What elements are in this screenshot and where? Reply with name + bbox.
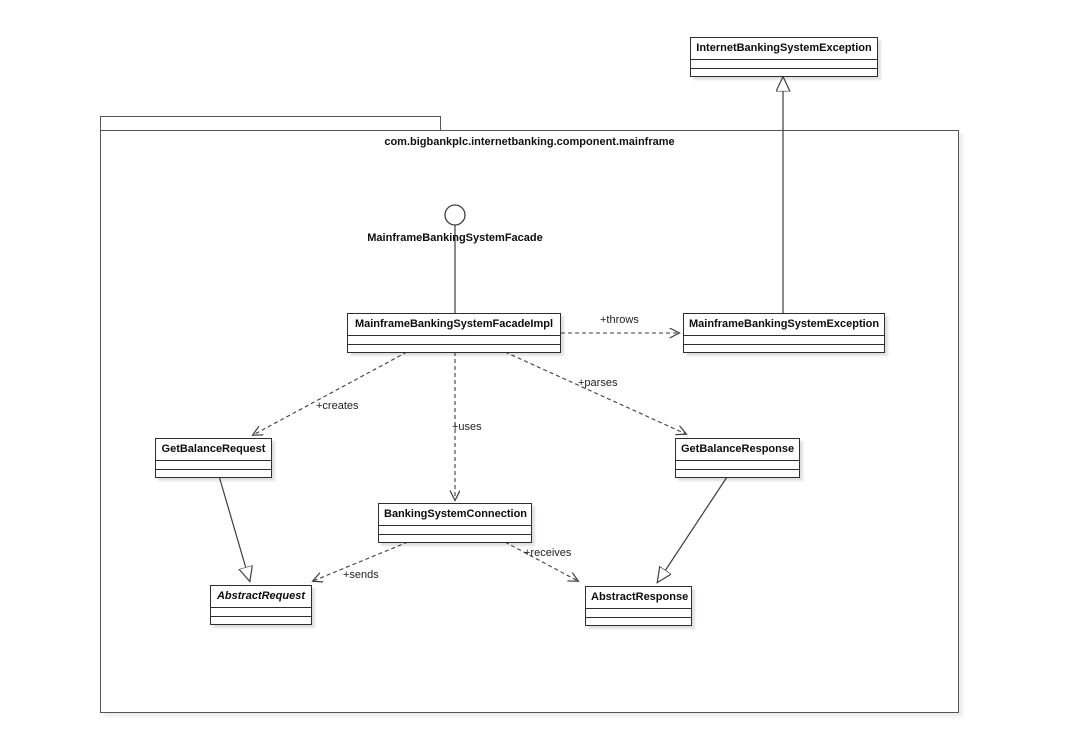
edge-label-sends: +sends [343,569,379,581]
class-mainframe-banking-system-facade-impl: MainframeBankingSystemFacadeImpl [347,313,561,353]
edge-sends [313,541,409,581]
class-name: AbstractResponse [591,591,689,603]
operations-compartment [684,344,884,352]
class-abstract-request: AbstractRequest [210,585,312,625]
operations-compartment [211,616,311,624]
operations-compartment [379,534,531,542]
class-abstract-response: AbstractResponse [585,586,692,626]
class-name: AbstractRequest [216,590,306,602]
class-get-balance-request: GetBalanceRequest [155,438,272,478]
operations-compartment [348,344,560,352]
attributes-compartment [586,608,691,617]
interface-label: MainframeBankingSystemFacade [367,232,543,244]
class-banking-system-connection: BankingSystemConnection [378,503,532,543]
attributes-compartment [691,59,877,68]
operations-compartment [586,617,691,625]
edge-label-uses: +uses [452,421,482,433]
edge-parses [504,351,686,434]
edge-creates [253,351,408,435]
edge-label-receives: +receives [524,547,572,559]
edge-label-creates: +creates [316,400,359,412]
operations-compartment [156,469,271,477]
attributes-compartment [379,525,531,534]
class-name: GetBalanceResponse [681,443,795,455]
edge-generalization-request [218,475,250,582]
edge-label-parses: +parses [578,377,618,389]
package-tab [100,116,441,130]
edge-label-throws: +throws [600,314,639,326]
attributes-compartment [676,460,799,469]
class-name: MainframeBankingSystemException [689,318,880,330]
operations-compartment [691,68,877,76]
package-name: com.bigbankplc.internetbanking.component… [384,136,675,148]
attributes-compartment [684,335,884,344]
attributes-compartment [348,335,560,344]
attributes-compartment [211,607,311,616]
class-name: InternetBankingSystemException [696,42,872,54]
class-name: GetBalanceRequest [161,443,266,455]
class-mainframe-banking-system-exception: MainframeBankingSystemException [683,313,885,353]
interface-lollipop-icon [444,204,466,226]
class-name: MainframeBankingSystemFacadeImpl [354,318,554,330]
edge-generalization-response [657,476,728,583]
class-get-balance-response: GetBalanceResponse [675,438,800,478]
attributes-compartment [156,460,271,469]
operations-compartment [676,469,799,477]
class-internet-banking-system-exception: InternetBankingSystemException [690,37,878,77]
class-name: BankingSystemConnection [384,508,528,520]
